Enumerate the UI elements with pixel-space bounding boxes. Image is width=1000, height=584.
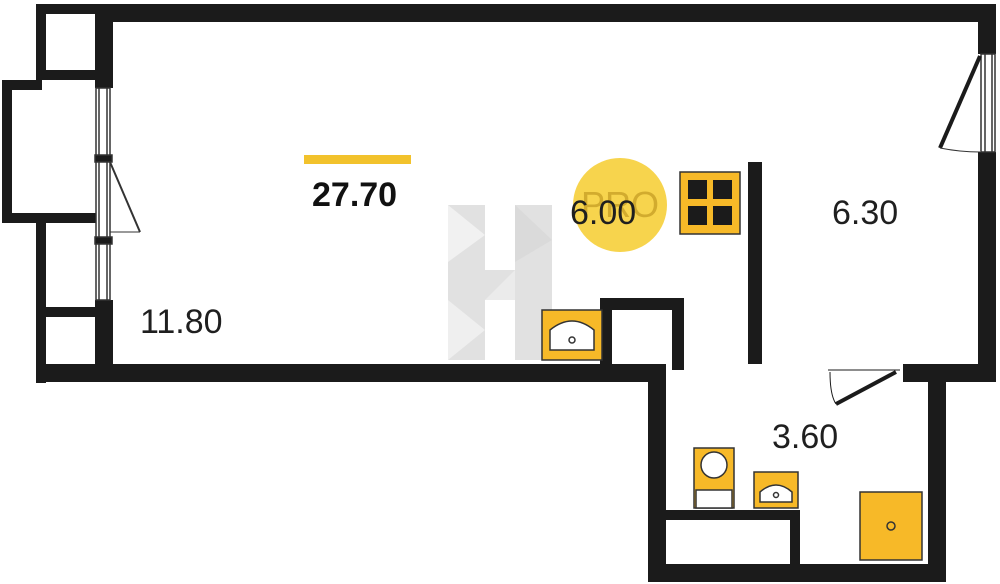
window-left [94, 87, 141, 301]
watermark-logo [448, 205, 552, 360]
walls [2, 4, 996, 582]
watermark-text: PRO [581, 184, 659, 225]
total-area-label: 27.70 [312, 176, 398, 214]
stove-icon [679, 171, 741, 235]
bathroom-door [828, 369, 900, 406]
total-area-accent-bar [304, 155, 411, 164]
hall-area: 6.30 [832, 194, 899, 232]
window-right [938, 53, 996, 153]
toilet-icon [693, 447, 735, 509]
bathroom-area: 3.60 [772, 418, 839, 456]
kitchen-sink-icon [541, 309, 603, 361]
watermark-badge: PRO [573, 158, 667, 252]
living-room-area: 11.80 [140, 303, 223, 341]
bathroom-sink-icon [753, 471, 799, 509]
shower-icon [859, 491, 923, 561]
kitchen-area: 6.00 [570, 194, 637, 232]
